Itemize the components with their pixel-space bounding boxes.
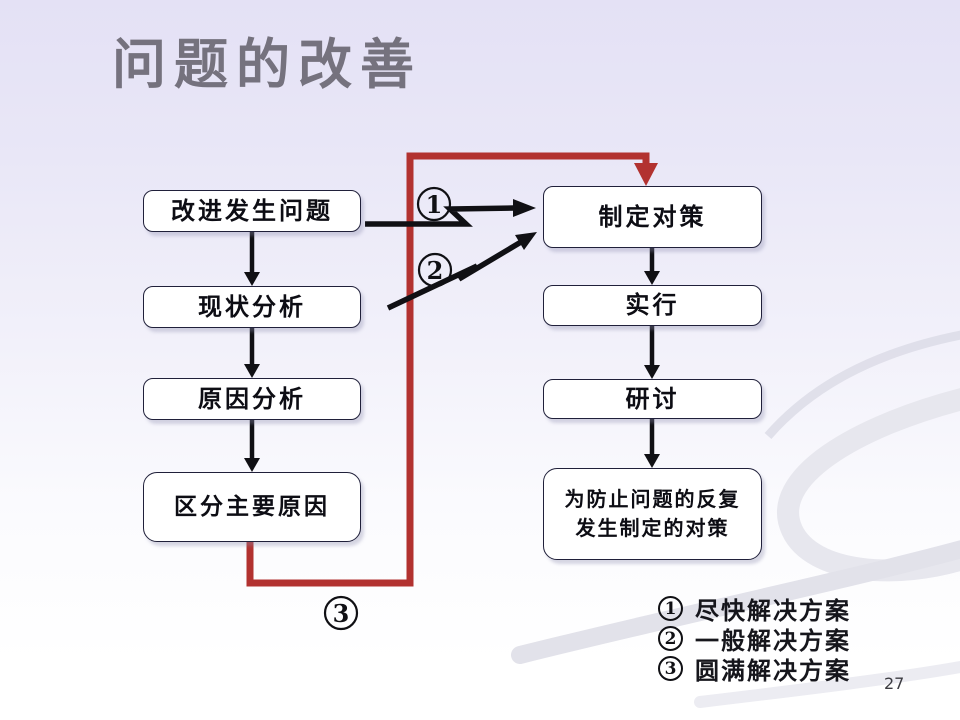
swoosh-lower-band bbox=[511, 540, 960, 664]
legend-item-3: 3 圆满解决方案 bbox=[658, 654, 851, 685]
legend-label: 圆满解决方案 bbox=[695, 656, 851, 685]
down-arrow-left-2 bbox=[244, 328, 260, 378]
legend-item-2: 2 一般解决方案 bbox=[658, 624, 851, 655]
down-arrow-right-3 bbox=[644, 419, 660, 468]
flow-step-review: 研讨 bbox=[543, 379, 762, 419]
circled-3-icon: 3 bbox=[323, 595, 359, 631]
legend: 1 尽快解决方案 2 一般解决方案 3 圆满解决方案 bbox=[658, 594, 851, 685]
red-arrowhead-icon bbox=[634, 163, 658, 186]
flow-step-prevent-recurrence: 为防止问题的反复 发生制定的对策 bbox=[543, 468, 762, 560]
circled-number-icon: 3 bbox=[658, 656, 683, 681]
circled-number-icon: 1 bbox=[658, 596, 683, 621]
circled-2-icon: 2 bbox=[417, 252, 453, 288]
red-feedback-path bbox=[246, 152, 658, 587]
legend-label: 一般解决方案 bbox=[695, 626, 851, 655]
down-arrow-right-2 bbox=[644, 326, 660, 379]
flow-step-improve-problem: 改进发生问题 bbox=[143, 190, 361, 232]
legend-label: 尽快解决方案 bbox=[695, 596, 851, 625]
flow-step-cause-analysis: 原因分析 bbox=[143, 378, 361, 420]
svg-text:1: 1 bbox=[426, 190, 443, 219]
down-arrow-left-3 bbox=[244, 420, 260, 472]
flow-step-implement: 实行 bbox=[543, 285, 762, 326]
circled-number-icon: 2 bbox=[658, 626, 683, 651]
legend-item-1: 1 尽快解决方案 bbox=[658, 594, 851, 625]
page-number: 27 bbox=[884, 674, 905, 693]
swoosh-bottom-edge bbox=[694, 660, 960, 708]
circled-1-icon: 1 bbox=[416, 186, 452, 222]
down-arrow-right-1 bbox=[644, 248, 660, 285]
flow-step-identify-main-cause: 区分主要原因 bbox=[143, 472, 361, 542]
swoosh-upper-arc bbox=[764, 330, 960, 439]
down-arrow-left-1 bbox=[244, 232, 260, 286]
svg-text:2: 2 bbox=[427, 256, 444, 285]
arrow-2-zigzag bbox=[386, 232, 537, 311]
slide-title: 问题的改善 bbox=[112, 32, 422, 96]
flow-step-make-countermeasure: 制定对策 bbox=[543, 186, 762, 248]
svg-text:3: 3 bbox=[333, 599, 350, 628]
arrow-1-head-icon bbox=[513, 199, 536, 217]
arrow-2-head-icon bbox=[515, 232, 537, 250]
arrow-1-zigzag bbox=[365, 199, 536, 227]
flow-step-status-analysis: 现状分析 bbox=[143, 286, 361, 328]
